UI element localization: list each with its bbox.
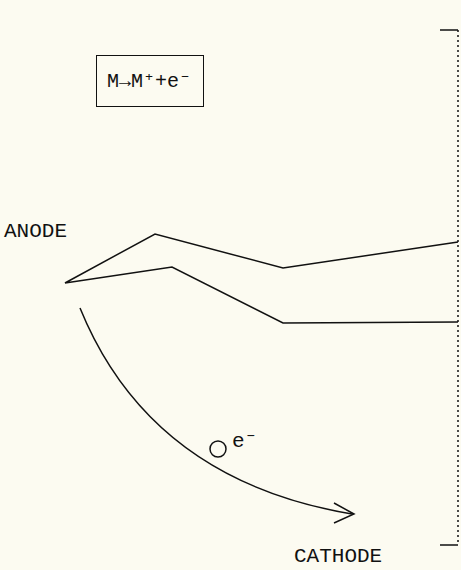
reaction-box: M→M⁺+e⁻ [96,55,204,107]
bracket-tick [440,544,458,546]
electron-label: e⁻ [232,428,257,453]
reaction-equation: M→M⁺+e⁻ [107,68,193,93]
arrow-head [334,503,354,523]
electron-symbol [210,441,226,457]
electron-flow-arrow [80,308,352,514]
crack-outline [65,234,458,323]
electrode-label: CATHODE [294,545,382,568]
bracket-tick [440,29,458,31]
electrode-label: ANODE [4,220,67,243]
specimen-edge [457,30,459,545]
